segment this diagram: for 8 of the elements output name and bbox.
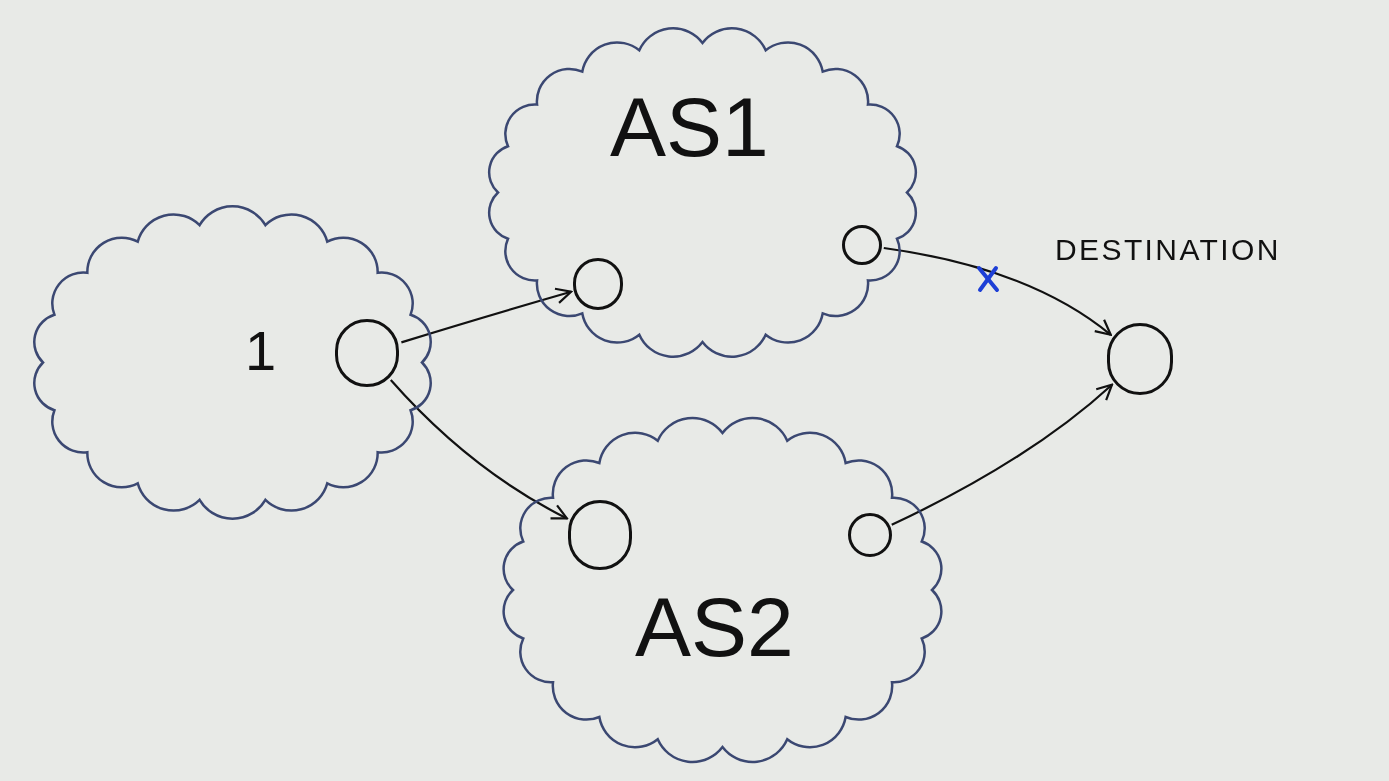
node-label: AS1: [610, 85, 769, 169]
node-label: AS2: [635, 585, 794, 669]
node-label: DESTINATION: [1055, 235, 1281, 265]
arrow: [883, 246, 1112, 336]
arrow: [401, 287, 573, 344]
node-label: 1: [245, 323, 277, 379]
arrow: [891, 383, 1114, 526]
arrow: [389, 379, 568, 520]
